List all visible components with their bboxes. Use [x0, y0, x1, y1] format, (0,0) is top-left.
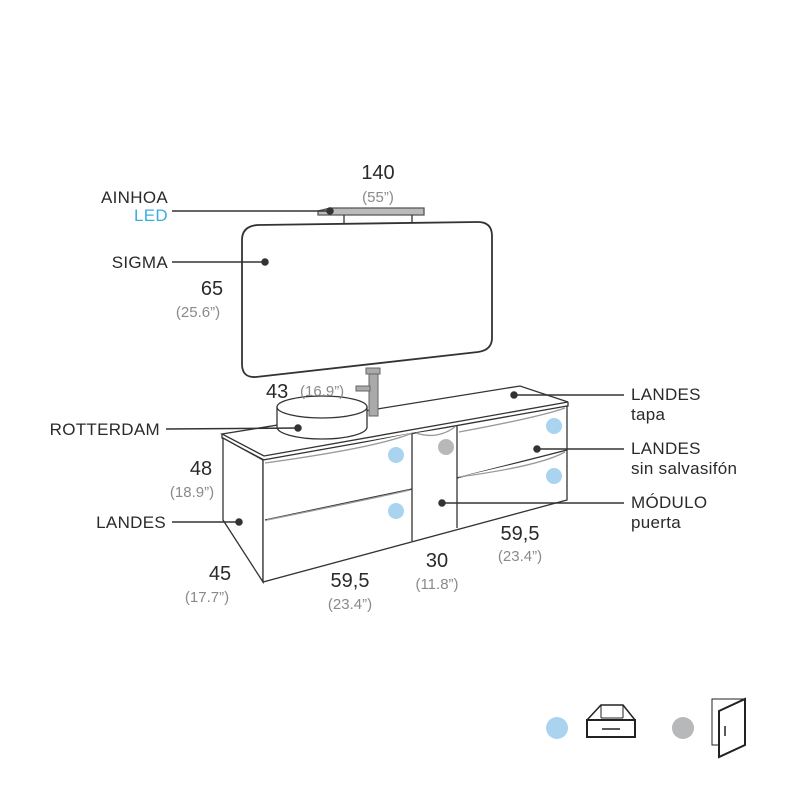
dim-right-module-in: (23.4”)	[497, 548, 543, 565]
dim-basin: 43	[266, 381, 289, 403]
label-landes: LANDES	[96, 513, 166, 532]
dim-right-module: 59,5	[500, 523, 540, 545]
mirror	[241, 221, 493, 378]
dim-mirror-height: 65	[200, 278, 224, 300]
label-sin-salvasifon: sin salvasifón	[631, 459, 738, 478]
drawer-marker	[546, 468, 562, 484]
dim-cabinet-depth-in: (17.7”)	[184, 589, 230, 606]
label-rotterdam: ROTTERDAM	[49, 420, 160, 439]
basin	[276, 395, 368, 440]
drawer-icon	[586, 704, 636, 738]
label-puerta: puerta	[631, 513, 682, 532]
label-landes-tapa: LANDES	[631, 385, 701, 404]
leader-lines	[165, 207, 624, 526]
drawer-marker	[388, 447, 404, 463]
label-tapa: tapa	[631, 405, 666, 424]
dim-cabinet-height: 48	[189, 458, 213, 480]
label-landes-sin: LANDES	[631, 439, 701, 458]
legend-door-dot	[672, 717, 694, 739]
drawer-marker	[388, 503, 404, 519]
cabinet	[222, 405, 568, 585]
dim-cabinet-depth: 45	[208, 563, 232, 585]
dim-door-module: 30	[425, 550, 449, 572]
dim-left-module: 59,5	[330, 570, 370, 592]
led-light	[317, 207, 425, 224]
dim-cabinet-height-in: (18.9”)	[169, 484, 215, 501]
dim-mirror-height-in: (25.6”)	[175, 304, 221, 321]
dim-left-module-in: (23.4”)	[327, 596, 373, 613]
legend-drawer-dot	[546, 717, 568, 739]
label-sigma: SIGMA	[111, 253, 168, 272]
dim-mirror-width: 140	[361, 162, 395, 184]
label-led: LED	[134, 206, 168, 225]
label-ainhoa: AINHOA	[101, 188, 168, 207]
faucet	[355, 367, 381, 417]
dim-mirror-width-in: (55”)	[362, 189, 394, 206]
door-icon	[711, 697, 746, 759]
drawer-marker	[546, 418, 562, 434]
dim-door-module-in: (11.8”)	[415, 576, 459, 593]
dim-basin-in: (16.9”)	[300, 383, 345, 400]
label-modulo: MÓDULO	[631, 493, 708, 512]
door-marker	[438, 439, 454, 455]
